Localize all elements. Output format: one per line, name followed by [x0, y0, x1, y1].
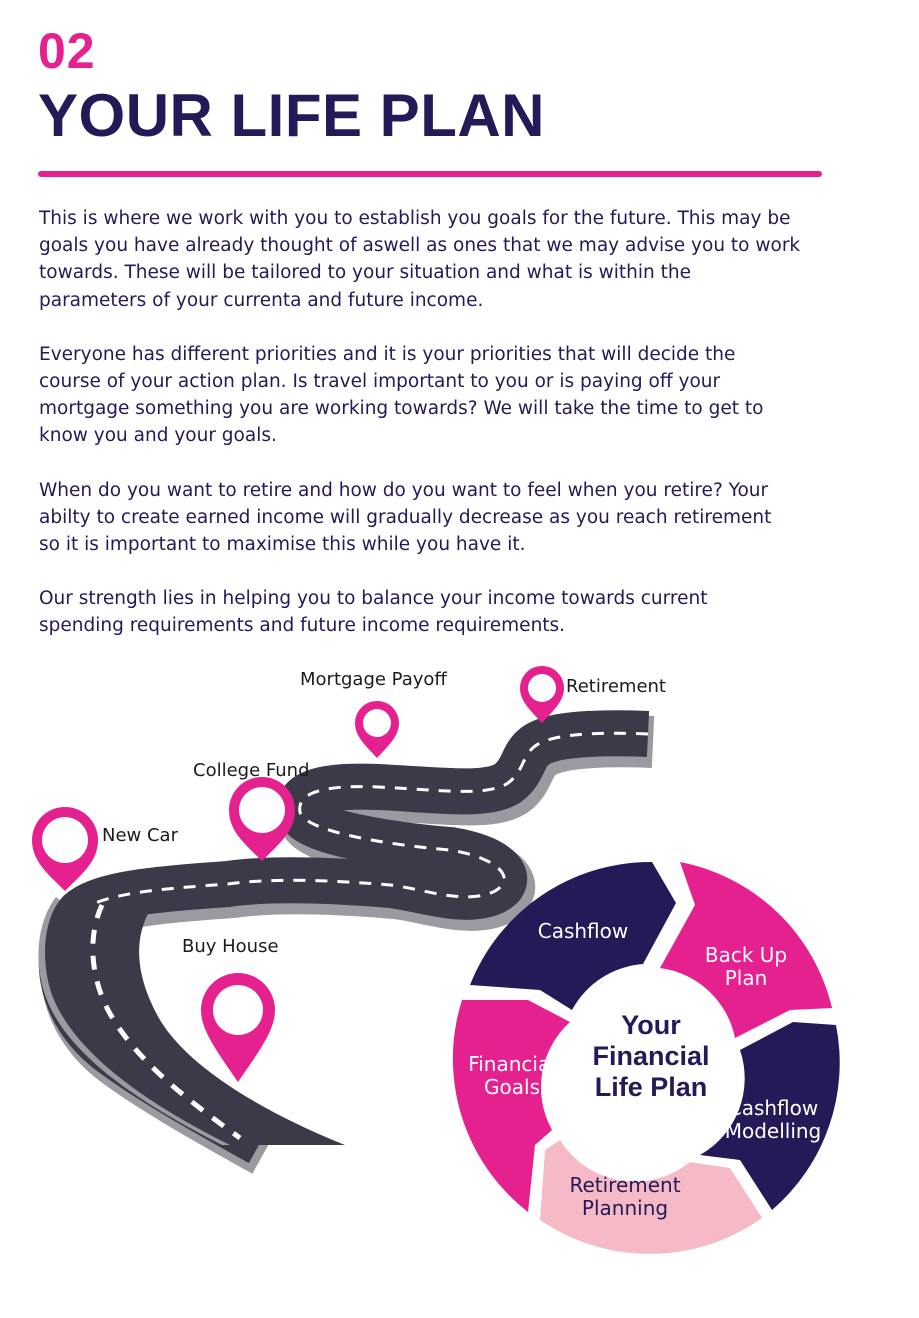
- section-number: 02: [38, 23, 96, 79]
- cycle-label-financial-goals-2: Goals: [484, 1075, 540, 1099]
- cycle-label-cashflow-modelling-1: Cashflow: [728, 1096, 819, 1120]
- paragraph-retirement: When do you want to retire and how do yo…: [39, 479, 772, 556]
- cycle-center-line-2: Financial: [592, 1041, 709, 1071]
- cycle-segment-backup-plan: [660, 862, 832, 1038]
- cycle-label-cashflow-modelling-2: Modelling: [725, 1119, 822, 1143]
- pin-college-fund: [229, 777, 295, 861]
- cycle-label-backup-plan-1: Back Up: [705, 943, 787, 967]
- cycle-segment-financial-goals: [452, 1000, 570, 1212]
- milestone-retirement: Retirement: [566, 676, 666, 697]
- page-title: YOUR LIFE PLAN: [38, 82, 546, 149]
- roadmap-road: [38, 710, 655, 1174]
- cycle-segment-cashflow: [470, 861, 676, 1010]
- cycle-center-line-1: Your: [621, 1010, 681, 1040]
- cycle-segment-cashflow-modelling: [700, 1022, 840, 1210]
- paragraph-priorities: Everyone has different priorities and it…: [39, 343, 764, 447]
- paragraph-goals: This is where we work with you to establ…: [39, 208, 801, 311]
- milestone-college-fund: College Fund: [193, 760, 310, 781]
- milestone-buy-house: Buy House: [182, 936, 279, 957]
- cycle-label-backup-plan-2: Plan: [725, 966, 768, 990]
- title-divider: [38, 171, 822, 177]
- cycle-label-cashflow: Cashflow: [538, 919, 629, 943]
- milestone-new-car: New Car: [102, 825, 179, 846]
- milestone-mortgage-payoff: Mortgage Payoff: [300, 669, 447, 690]
- pin-buy-house: [201, 973, 275, 1082]
- pin-new-car: [32, 807, 98, 891]
- cycle-center-disc: [564, 970, 736, 1142]
- cycle-label-financial-goals-1: Financial: [468, 1052, 556, 1076]
- cycle-label-retirement-planning-1: Retirement: [569, 1173, 680, 1197]
- body-text: This is where we work with you to establ…: [39, 205, 839, 667]
- pin-mortgage-payoff: [355, 701, 399, 758]
- paragraph-strength: Our strength lies in helping you to bala…: [39, 588, 708, 637]
- cycle-segment-retirement-planning: [540, 1140, 762, 1254]
- cycle-center-line-3: Life Plan: [595, 1072, 708, 1102]
- cycle-diagram: Cashflow Back Up Plan Cashflow Modelling…: [452, 861, 840, 1254]
- cycle-label-retirement-planning-2: Planning: [582, 1196, 668, 1220]
